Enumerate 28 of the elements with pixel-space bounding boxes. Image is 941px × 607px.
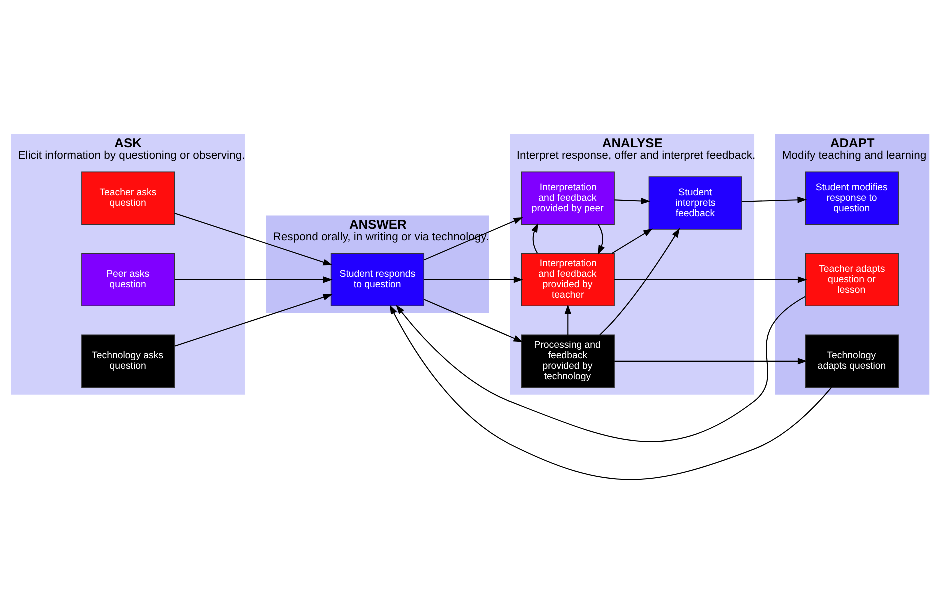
arrow <box>531 222 538 254</box>
arrow <box>390 304 832 480</box>
node-box: Student modifies response to question <box>805 171 899 225</box>
arrow <box>614 358 808 364</box>
node-box: Technology asks question <box>82 334 176 388</box>
node-box: Student responds to question <box>330 252 424 306</box>
arrow <box>396 296 806 442</box>
arrow <box>612 228 653 254</box>
node-box: Student interprets feedback <box>648 176 742 230</box>
arrow <box>174 212 333 266</box>
arrow <box>424 276 524 283</box>
arrow <box>174 294 333 346</box>
node-box: Interpretation and feedback provided by peer <box>521 171 615 225</box>
node-box: Peer asks question <box>82 252 176 306</box>
node-box: Interpretation and feedback provided by teacher <box>521 252 615 306</box>
arrow <box>424 216 524 260</box>
arrow <box>614 276 808 283</box>
arrow <box>600 228 680 336</box>
arrow <box>742 196 808 203</box>
arrow <box>614 197 651 204</box>
node-box: Teacher asks question <box>82 171 176 225</box>
node-box: Teacher adapts question or lesson <box>805 252 899 306</box>
arrow <box>564 304 572 334</box>
arrow <box>174 276 333 283</box>
node-box: Technology adapts question <box>805 334 899 388</box>
node-box: Processing and feedback provided by technology <box>521 334 615 388</box>
arrow <box>598 224 605 254</box>
arrow <box>424 298 524 342</box>
